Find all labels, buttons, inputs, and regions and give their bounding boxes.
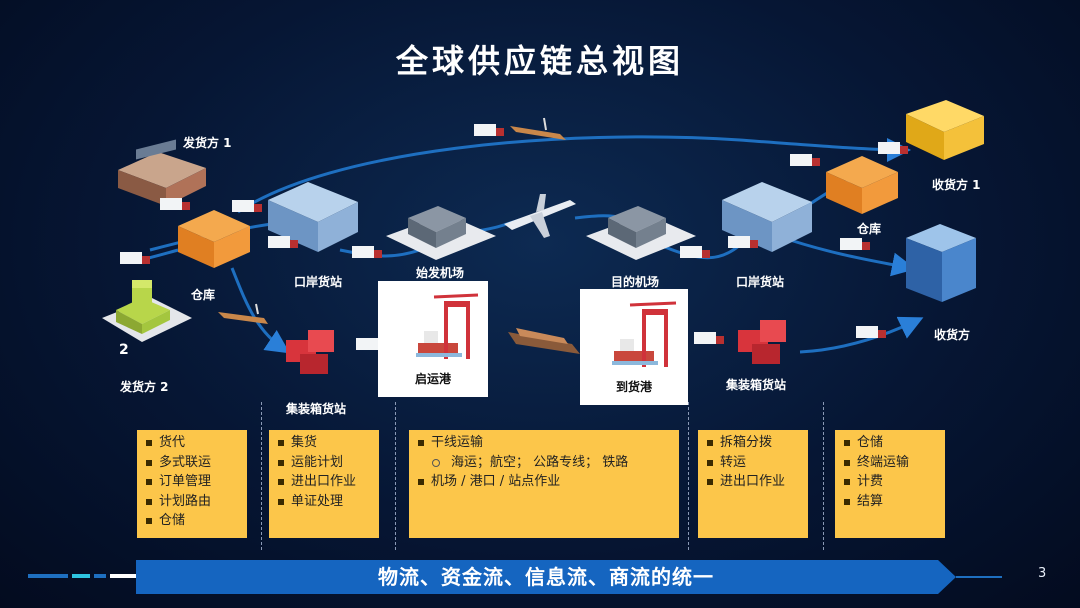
service-box-consolidation: 集货 运能计划 进出口作业 单证处理	[269, 430, 379, 538]
airport-terminal-icon	[586, 206, 696, 260]
airport-terminal-icon	[386, 206, 496, 260]
list-item: 单证处理	[277, 492, 371, 512]
port-station-origin-label: 口岸货站	[294, 275, 343, 289]
list-item: 多式联运	[145, 453, 239, 473]
list-item: 拆箱分拨	[706, 433, 800, 453]
list-item: 订单管理	[145, 472, 239, 492]
list-item: 计划路由	[145, 492, 239, 512]
service-box-destination: 仓储 终端运输 计费 结算	[835, 430, 945, 538]
list-item: 集货	[277, 433, 371, 453]
port-of-loading-label: 启运港	[414, 372, 451, 386]
ship-icon	[508, 328, 580, 354]
column-divider	[688, 402, 689, 550]
shipper1-label: 发货方 1	[183, 136, 232, 150]
truck-icon	[120, 124, 908, 350]
ship-icon	[510, 117, 566, 140]
port-station-dest-label: 口岸货站	[736, 275, 785, 289]
list-item: 干线运输	[417, 433, 671, 453]
factory-icon	[906, 100, 984, 160]
factory-icon	[118, 139, 206, 206]
shipper2-badge: 2	[119, 342, 129, 358]
container-stack-icon	[738, 320, 786, 364]
container-stack-icon	[286, 330, 334, 374]
list-item: 进出口作业	[706, 472, 800, 492]
warehouse-origin-label: 仓库	[191, 288, 216, 302]
column-divider	[823, 402, 824, 550]
column-divider	[261, 402, 262, 550]
office-building-icon	[102, 280, 192, 342]
banner-arrow-shape	[136, 560, 956, 594]
decorative-bars	[28, 574, 1002, 578]
list-item: 机场 / 港口 / 站点作业	[417, 472, 671, 492]
banner-text: 物流、资金流、信息流、商流的统一	[378, 565, 714, 589]
list-item: 仓储	[145, 511, 239, 531]
page-title: 全球供应链总视图	[395, 42, 684, 80]
summary-banner: 物流、资金流、信息流、商流的统一	[136, 560, 956, 594]
column-divider	[395, 402, 396, 550]
warehouse-dest-label: 仓库	[857, 222, 882, 236]
service-box-origin: 货代 多式联运 订单管理 计划路由 仓储	[137, 430, 247, 538]
list-item: 终端运输	[843, 453, 937, 473]
port-crane-icon	[612, 301, 677, 367]
service-box-mainline: 干线运输 海运；航空； 公路专线； 铁路 机场 / 港口 / 站点作业	[409, 430, 679, 538]
consignee-label: 收货方	[934, 328, 971, 342]
office-building-icon	[906, 224, 976, 302]
list-item: 计费	[843, 472, 937, 492]
port-of-discharge-panel: 到货港	[580, 289, 688, 405]
list-item: 运能计划	[277, 453, 371, 473]
list-item: 仓储	[843, 433, 937, 453]
dest-airport-label: 目的机场	[611, 275, 660, 289]
shipper2-label: 发货方 2	[120, 380, 169, 394]
port-of-discharge-label: 到货港	[615, 380, 652, 394]
list-item: 进出口作业	[277, 472, 371, 492]
airplane-icon	[504, 194, 576, 238]
list-subitem: 海运；航空； 公路专线； 铁路	[417, 453, 671, 473]
warehouse-icon	[178, 210, 250, 268]
service-box-distribution: 拆箱分拨 转运 进出口作业	[698, 430, 808, 538]
ship-icon	[218, 303, 268, 324]
consignee1-label: 收货方 1	[932, 178, 981, 192]
list-item: 结算	[843, 492, 937, 512]
container-station-origin-label: 集装箱货站	[286, 402, 347, 416]
container-station-dest-label: 集装箱货站	[726, 378, 787, 392]
port-crane-icon	[416, 293, 479, 359]
port-of-loading-panel: 启运港	[378, 281, 488, 397]
list-item: 转运	[706, 453, 800, 473]
origin-airport-label: 始发机场	[416, 266, 465, 280]
list-item: 货代	[145, 433, 239, 453]
warehouse-icon	[268, 182, 358, 252]
warehouse-icon	[826, 156, 898, 214]
page-number: 3	[1038, 566, 1047, 581]
warehouse-icon	[722, 182, 812, 252]
